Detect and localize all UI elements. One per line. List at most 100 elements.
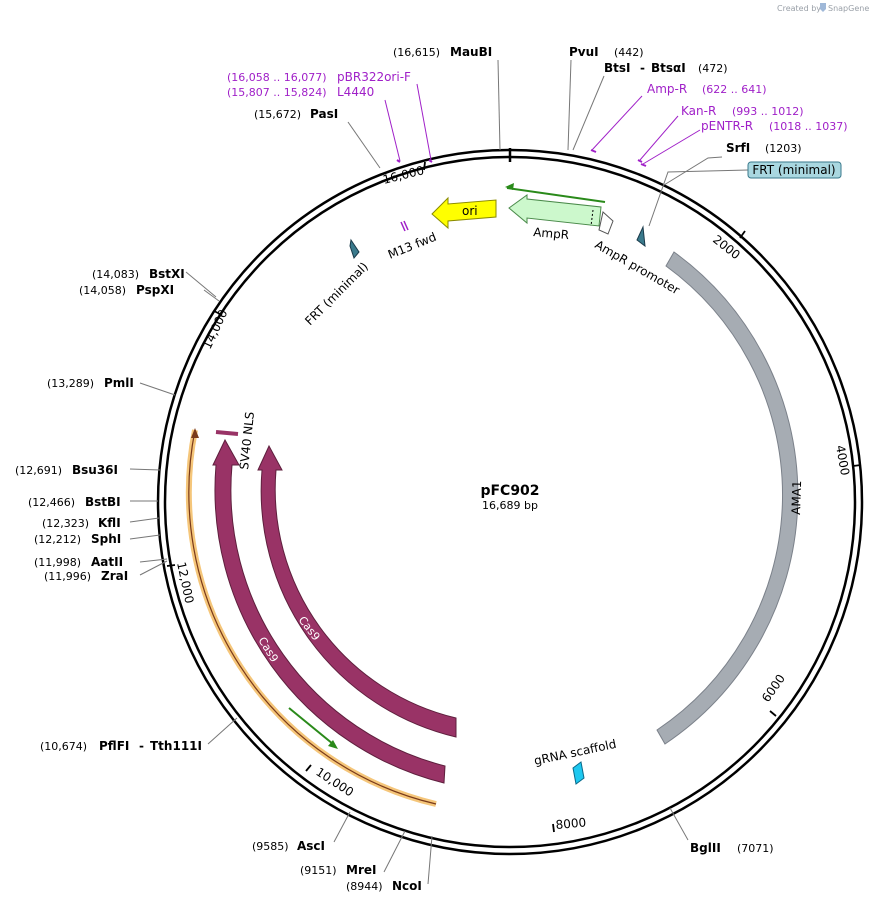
cut-pos-aatII: (11,998) [34, 556, 81, 569]
cut-name-bstXI: BstXI [149, 267, 185, 281]
cut-name-mreI: MreI [346, 863, 376, 877]
cut-name-aatII: AatII [91, 555, 123, 569]
cut-site-bglII[interactable]: BglII (7071) [690, 841, 774, 855]
cas9-halo-arrowhead [191, 428, 199, 438]
cut-name-srfI: SrfI [726, 141, 750, 155]
cut-site-pvuI[interactable]: PvuI (442) [569, 45, 644, 59]
cut-pos-srfI: (1203) [765, 142, 802, 155]
ama1-label: AMA1 [789, 480, 804, 515]
plasmid-name: pFC902 [480, 483, 539, 499]
ori-label: ori [462, 204, 478, 218]
cut-name-ncoI: NcoI [392, 879, 422, 893]
cut-site-mreI[interactable]: (9151) MreI [300, 863, 376, 877]
cut-pos-kflI: (12,323) [42, 517, 89, 530]
frt-left-feature[interactable] [349, 238, 360, 260]
cut-site-zraI[interactable]: (11,996) ZraI [44, 569, 128, 583]
primer-marks [396, 149, 647, 167]
primer-name-l4440: L4440 [337, 85, 374, 99]
grna-scaffold-label: gRNA scaffold [533, 737, 618, 768]
cut-site-sphI[interactable]: (12,212) SphI [34, 532, 121, 546]
primer-pos-kan-r: (993 .. 1012) [732, 105, 804, 118]
cut-site-kflI[interactable]: (12,323) KflI [42, 516, 121, 530]
cut-name-zraI: ZraI [101, 569, 128, 583]
cut-name-sphI: SphI [91, 532, 121, 546]
cut-name-pvuI: PvuI [569, 45, 599, 59]
cut-name-bsu36I: Bsu36I [72, 463, 118, 477]
primer-kan-r[interactable]: Kan-R (993 .. 1012) [681, 104, 804, 118]
grna-scaffold-feature[interactable] [572, 761, 585, 785]
frt-box-leader [648, 169, 749, 227]
cut-pos-mreI: (9151) [300, 864, 337, 877]
cut-pos-bglII: (7071) [737, 842, 774, 855]
cas9-halo-core [188, 429, 437, 805]
primer-pos-amp-r: (622 .. 641) [702, 83, 767, 96]
cut-site-pflFI[interactable]: (10,674) PflFI - Tth111I [40, 739, 202, 753]
cut-site-ascI[interactable]: (9585) AscI [252, 839, 325, 853]
primer-pentr-r[interactable]: pENTR-R (1018 .. 1037) [701, 119, 848, 133]
primer-amp-r[interactable]: Amp-R (622 .. 641) [647, 82, 767, 96]
cut-site-leaders [129, 59, 723, 885]
primer-pos-pbr322ori-f: (16,058 .. 16,077) [227, 71, 327, 84]
cut-site-aatII[interactable]: (11,998) AatII [34, 555, 123, 569]
frt-right-feature[interactable] [636, 225, 646, 248]
cut-name-bstBI: BstBI [85, 495, 121, 509]
tick-label-6000: 6000 [759, 672, 788, 705]
frt-left-label: FRT (minimal) [302, 259, 371, 328]
cut-pos-sphI: (12,212) [34, 533, 81, 546]
primer-leaders [384, 83, 701, 165]
cut-name-kflI: KflI [98, 516, 121, 530]
cut-site-btsI[interactable]: BtsI - BtsαI (472) [604, 61, 728, 75]
primer-name-kan-r: Kan-R [681, 104, 716, 118]
primer-pos-l4440: (15,807 .. 15,824) [227, 86, 327, 99]
credit-text: Created by [777, 4, 821, 13]
cut-site-bstXI[interactable]: (14,083) BstXI [92, 267, 185, 281]
tick-label-4000: 4000 [833, 444, 852, 477]
cut-name-pasI: PasI [310, 107, 338, 121]
cut-pos-ascI: (9585) [252, 840, 289, 853]
ama1-feature[interactable] [656, 251, 799, 745]
primer-name-pbr322ori-f: pBR322ori-F [337, 70, 411, 84]
cut-sep-pflFI: - [139, 739, 144, 753]
plasmid-length: 16,689 bp [482, 499, 538, 512]
cut-site-srfI[interactable]: SrfI (1203) [726, 141, 802, 155]
cut-sep-btsI: - [640, 61, 645, 75]
cut-site-pasI[interactable]: (15,672) PasI [254, 107, 338, 121]
cut-pos-zraI: (11,996) [44, 570, 91, 583]
primer-l4440[interactable]: (15,807 .. 15,824) L4440 [227, 85, 374, 99]
ampr-feature[interactable] [508, 194, 602, 227]
cut-site-ncoI[interactable]: (8944) NcoI [346, 879, 422, 893]
credit-brand: SnapGene [828, 4, 869, 13]
cut-site-pmlI[interactable]: (13,289) PmlI [47, 376, 134, 390]
ampr-direction-arrowhead [505, 183, 514, 190]
sv40-nls-label: SV40 NLS [237, 411, 257, 470]
cut-pos-btsI: (472) [698, 62, 728, 75]
frt-minimal-box-label: FRT (minimal) [752, 163, 835, 177]
tick-label-8000: 8000 [555, 815, 587, 832]
m13-fwd-marker[interactable] [400, 220, 409, 232]
ampr-direction-arrow [506, 187, 606, 203]
cut-pos-pvuI: (442) [614, 46, 644, 59]
cut-pos-pflFI: (10,674) [40, 740, 87, 753]
sv40-nls-feature[interactable] [215, 430, 239, 436]
cut-site-mauBI[interactable]: (16,615) MauBI [393, 45, 492, 59]
frt-minimal-box[interactable] [747, 161, 842, 179]
cut-site-bsu36I[interactable]: (12,691) Bsu36I [15, 463, 118, 477]
ori-feature[interactable] [431, 196, 497, 230]
cut-name-bglII: BglII [690, 841, 721, 855]
cut-site-bstBI[interactable]: (12,466) BstBI [28, 495, 121, 509]
primer-pbr322ori-f[interactable]: (16,058 .. 16,077) pBR322ori-F [227, 70, 411, 84]
cut-name-pmlI: PmlI [104, 376, 134, 390]
cas9-inner-feature[interactable] [257, 444, 457, 738]
cut-pos-bsu36I: (12,691) [15, 464, 62, 477]
cut-name-ascI: AscI [297, 839, 325, 853]
cut-pos-bstBI: (12,466) [28, 496, 75, 509]
tick-label-2000: 2000 [710, 232, 743, 262]
ampr-promoter-feature[interactable] [598, 211, 614, 235]
cut-name-btsaI: BtsαI [651, 61, 686, 75]
ampr-primer-tick [590, 209, 594, 227]
cas9-outer-feature[interactable] [212, 438, 446, 784]
cut-site-pspXI[interactable]: (14,058) PspXI [79, 283, 174, 297]
cas9-direction-arrow [288, 707, 334, 745]
cut-name-btsI: BtsI [604, 61, 631, 75]
